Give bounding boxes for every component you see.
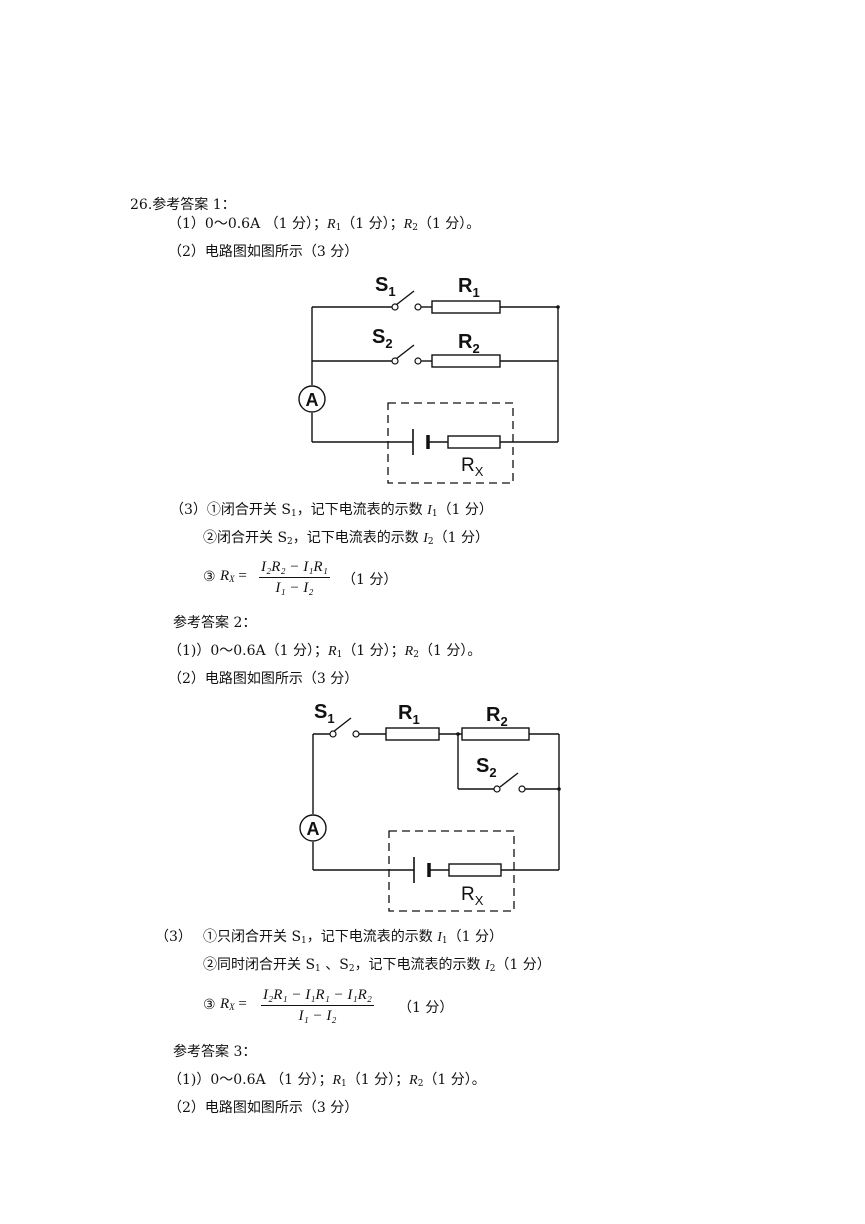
answer2-q3a: ①只闭合开关 S1，记下电流表的示数 I1（1 分） [203, 929, 503, 946]
label-s1: S1 [314, 701, 335, 726]
label-r1: R1 [398, 702, 420, 727]
answer2-heading: 参考答案 2： [173, 615, 257, 631]
label-r2: R2 [458, 331, 480, 356]
label-r2: R2 [486, 704, 508, 729]
label-s1: S1 [375, 274, 396, 299]
label-rx: RX [461, 884, 484, 908]
answer1-heading: 26.参考答案 1： [130, 197, 236, 213]
answer2-q3b: ②同时闭合开关 S1 、S2，记下电流表的示数 I2（1 分） [203, 957, 551, 974]
dashed-box [387, 402, 514, 484]
circuit-diagram-2: S1 R1 R2 S2 A RX [299, 701, 561, 912]
answer1-q3b: ②闭合开关 S2，记下电流表的示数 I2（1 分） [203, 530, 489, 547]
answer3-heading: 参考答案 3： [173, 1044, 257, 1060]
answer2-q1: （1)）0～0.6A（1 分）；R1（1 分）；R2（1 分）。 [168, 643, 482, 660]
label-s2: S2 [476, 755, 497, 780]
label-r1: R1 [458, 275, 480, 300]
label-s2: S2 [372, 326, 393, 351]
answer1-q3a: （3）①闭合开关 S1，记下电流表的示数 I1（1 分） [170, 502, 493, 519]
answer1-q2: （2）电路图如图所示（3 分） [168, 244, 359, 260]
answer1-q1: （1）0～0.6A （1 分）；R1（1 分）；R2（1 分）。 [168, 216, 481, 233]
dashed-box [388, 830, 515, 912]
ammeter-label: A [307, 819, 320, 839]
answer2-q2: （2）电路图如图所示（3 分） [168, 671, 359, 687]
answer3-q1: （1)）0～0.6A （1 分）；R1（1 分）；R2（1 分）。 [168, 1072, 486, 1089]
label-rx: RX [461, 455, 484, 479]
ammeter-label: A [306, 390, 319, 410]
answer2-q3-label: （3） [155, 929, 192, 945]
answer3-q2: （2）电路图如图所示（3 分） [168, 1100, 359, 1116]
circuit-diagram-1: S1 R1 S2 R2 A RX [298, 274, 560, 484]
